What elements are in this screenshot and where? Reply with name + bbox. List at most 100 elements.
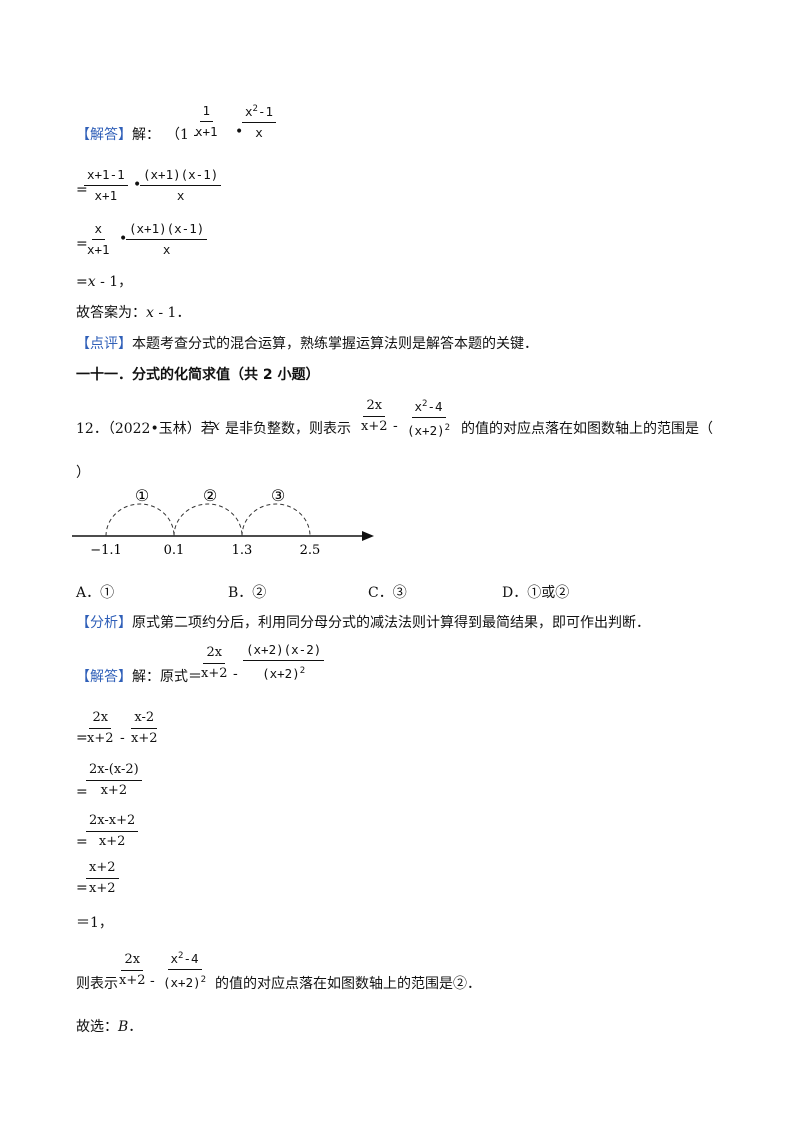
result-line: =x - 1， <box>76 271 132 291</box>
exponent: 2 <box>444 423 451 434</box>
fraction: 2x-(x-2) x+2 <box>86 762 142 799</box>
variable: x <box>146 305 154 321</box>
fraction: x+2 x+2 <box>86 860 119 897</box>
question-prefix: 12．（2022•玉林）若 <box>76 421 215 437</box>
numerator: (x+2)(x-2) <box>243 642 325 661</box>
expr-open: （1 - <box>166 127 199 143</box>
multiply-dot: • <box>235 124 244 140</box>
exponent: 2 <box>200 975 207 986</box>
numerator: x <box>91 221 106 240</box>
multiply-dot: • <box>133 177 142 193</box>
numerator: 2x-(x-2) <box>86 762 142 781</box>
term: x <box>245 104 253 120</box>
exponent: 2 <box>422 399 428 409</box>
minus-sign: - <box>393 418 398 434</box>
denominator: x+1 <box>94 188 118 203</box>
term: x <box>414 399 423 415</box>
numerator: x2-4 <box>167 948 202 971</box>
numerator: 2x-x+2 <box>86 813 139 832</box>
numerator: (x+1)(x-1) <box>126 221 208 240</box>
fraction: x2-4 (x+2)2 <box>404 396 453 439</box>
equals: = <box>76 730 88 746</box>
final-text: 的值的对应点落在如图数轴上的范围是②． <box>215 976 481 992</box>
text: - 1， <box>95 274 133 290</box>
term: x <box>170 951 179 967</box>
range-arc-3 <box>241 503 311 537</box>
minus-sign: - <box>120 730 125 746</box>
text: ． <box>128 1019 143 1035</box>
tick-label: 2.5 <box>300 543 321 558</box>
denominator: x+2 <box>119 973 146 988</box>
option-d[interactable]: D．①或② <box>502 585 570 601</box>
numerator: x+1-1 <box>84 167 128 186</box>
multiply-dot: • <box>119 231 128 247</box>
fraction: 2x x+2 <box>198 645 231 682</box>
final-text: 则表示 <box>76 976 118 992</box>
exponent: 2 <box>178 951 184 961</box>
minus-sign: - <box>150 973 155 989</box>
text: - 1． <box>153 305 191 321</box>
numerator: x2-4 <box>411 396 446 419</box>
numerator: x+2 <box>86 860 119 879</box>
solution-tag: 【解答】 <box>76 127 132 143</box>
denominator: x+2 <box>100 783 128 798</box>
equals: = <box>76 880 88 896</box>
arrow-head <box>362 531 374 541</box>
analysis-line: 【分析】原式第二项约分后，利用同分母分式的减法法则计算得到最简结果，即可作出判断… <box>76 612 650 632</box>
denominator: x+2 <box>98 834 126 849</box>
fraction: x2-4 (x+2)2 <box>160 948 209 991</box>
fraction: 1 x+1 <box>192 103 221 140</box>
solution-lead: 解：原式＝ <box>132 669 202 685</box>
option-a[interactable]: A．① <box>76 585 115 601</box>
fraction: (x+2)(x-2) (x+2)2 <box>243 642 325 682</box>
numerator: 2x <box>89 710 112 729</box>
question-text: 是非负整数，则表示 <box>225 421 351 437</box>
fraction: x+1-1 x+1 <box>84 167 128 204</box>
arc-label-2: ② <box>203 486 217 505</box>
fraction: 2x-x+2 x+2 <box>86 813 139 850</box>
solution-tag: 【解答】 <box>76 669 132 685</box>
denominator: x <box>255 125 263 141</box>
text: 故选： <box>76 1019 118 1035</box>
answer-line: 故答案为：x - 1． <box>76 302 190 322</box>
minus-sign: - <box>233 666 238 682</box>
analysis-text: 原式第二项约分后，利用同分母分式的减法法则计算得到最简结果，即可作出判断． <box>132 615 650 631</box>
section-title: 一十一．分式的化简求值（共 2 小题） <box>76 367 320 383</box>
number-line: ① ② ③ −1.1 0.1 1.3 2.5 <box>72 486 374 558</box>
fraction: x x+1 <box>84 221 113 258</box>
numerator: 2x <box>121 952 144 971</box>
denominator: (x+2)2 <box>259 661 308 682</box>
text: 故答案为： <box>76 305 146 321</box>
term: -1 <box>257 104 274 120</box>
exponent: 2 <box>299 666 306 676</box>
denominator: x <box>162 242 171 257</box>
denominator: x+2 <box>87 731 114 746</box>
analysis-tag: 【分析】 <box>76 615 132 631</box>
tick-label: −1.1 <box>90 543 122 558</box>
exponent: 2 <box>252 104 258 114</box>
denominator: x <box>176 188 185 203</box>
fraction: 2x x+2 <box>116 952 149 989</box>
answer-letter: B <box>118 1019 129 1035</box>
solution-lead: 解： <box>132 127 160 143</box>
term: (x+2) <box>262 666 300 682</box>
range-arc-2 <box>173 503 243 537</box>
numerator: 2x <box>363 398 386 417</box>
arc-label-3: ③ <box>271 486 285 505</box>
denominator: x+2 <box>131 731 158 746</box>
term: -4 <box>427 399 443 415</box>
fraction: (x+1)(x-1) x <box>126 221 208 258</box>
range-arc-1 <box>105 503 175 537</box>
option-b[interactable]: B．② <box>228 585 267 601</box>
question-close: ） <box>76 465 90 481</box>
numerator: 2x <box>203 645 226 664</box>
variable: x <box>87 274 96 290</box>
tick-label: 0.1 <box>164 543 185 558</box>
comment-line: 【点评】本题考查分式的混合运算，熟练掌握运算法则是解答本题的关键． <box>76 333 538 353</box>
equals: = <box>76 236 88 252</box>
term: -4 <box>183 951 199 967</box>
option-c[interactable]: C．③ <box>368 585 407 601</box>
choose-line: 故选：B． <box>76 1016 142 1036</box>
equals: = <box>76 274 88 290</box>
fraction: (x+1)(x-1) x <box>140 167 222 204</box>
